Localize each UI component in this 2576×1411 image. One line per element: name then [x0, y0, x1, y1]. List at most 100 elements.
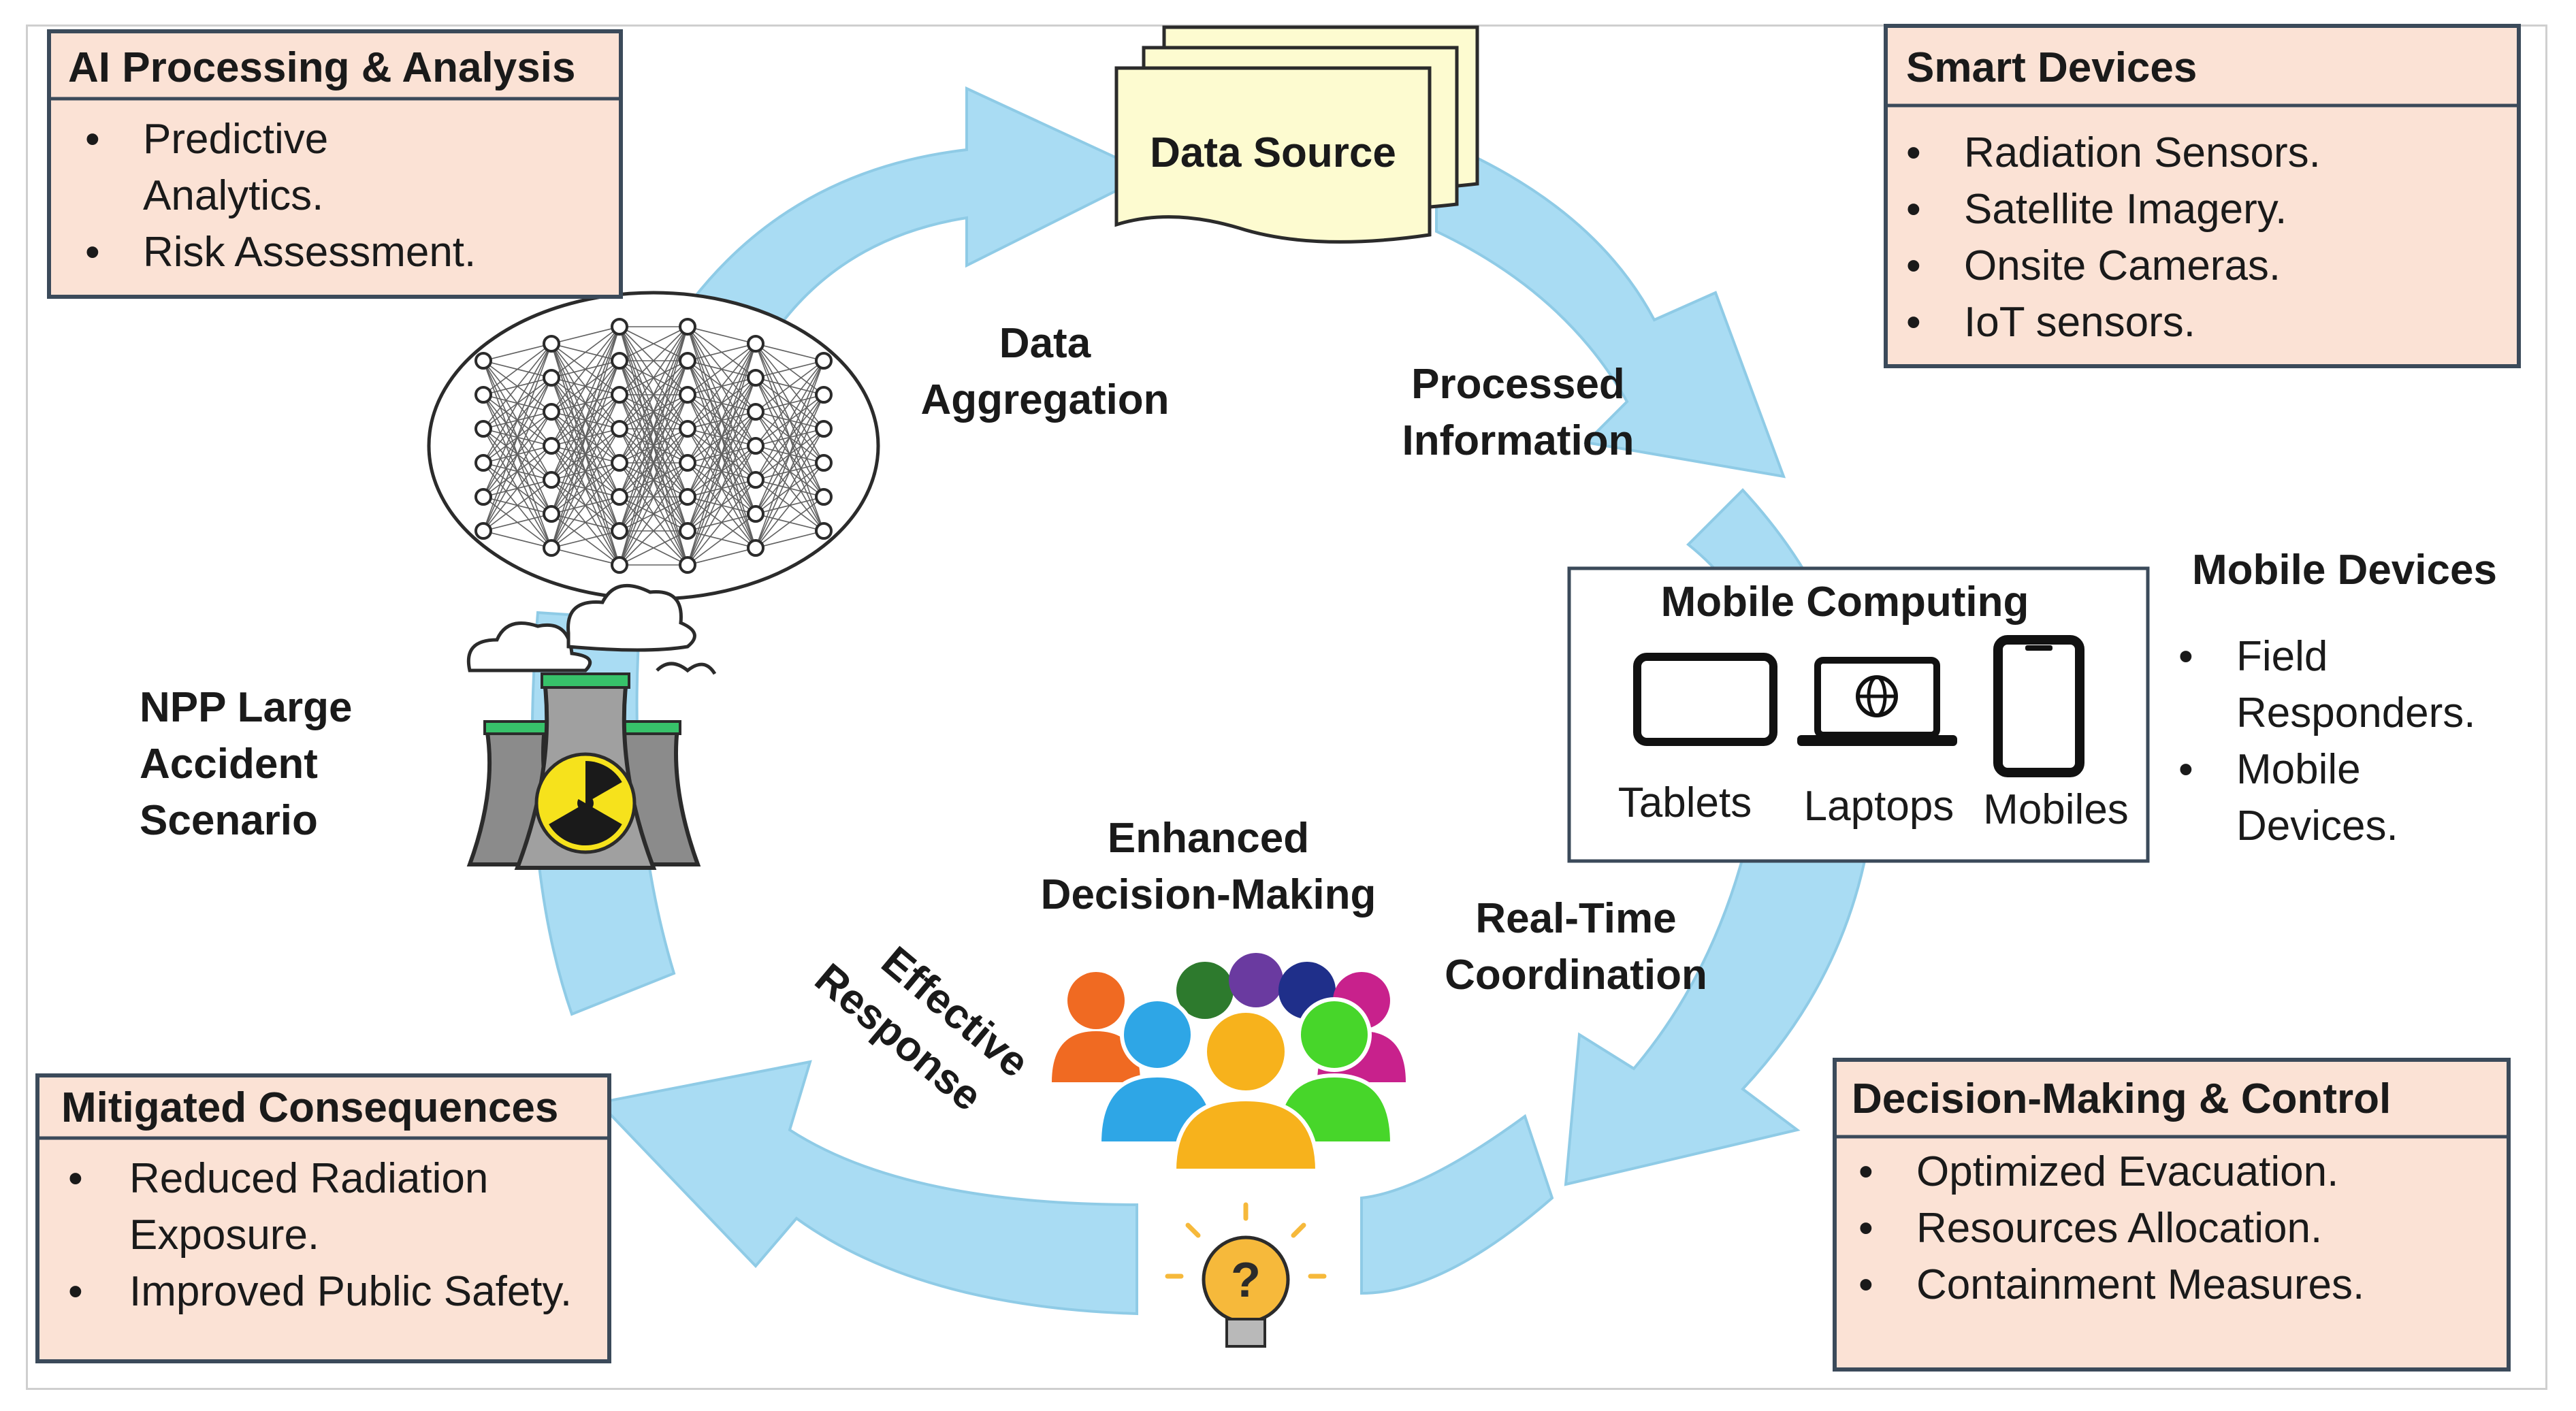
- nn-node: [474, 420, 492, 438]
- enhanced-decision-label-2: Decision-Making: [1041, 871, 1376, 918]
- data-source-label: Data Source: [1150, 129, 1396, 176]
- nn-node: [611, 488, 628, 506]
- nn-node: [747, 437, 764, 455]
- mitigated-bullet-1b: Exposure.: [129, 1212, 319, 1259]
- nn-edge: [551, 326, 620, 515]
- nn-edge: [483, 343, 552, 429]
- nn-node: [747, 403, 764, 421]
- nn-edge: [619, 530, 688, 566]
- nuclear-plant-icon: [466, 583, 717, 870]
- nn-edge: [755, 343, 824, 361]
- decision-bullet-2: Resources Allocation.: [1916, 1205, 2322, 1252]
- nn-edge: [619, 462, 688, 566]
- nn-node: [611, 556, 628, 574]
- nn-edge: [687, 343, 756, 361]
- nn-node: [611, 454, 628, 472]
- nn-node: [815, 352, 833, 370]
- nn-node: [747, 539, 764, 557]
- nn-edge: [619, 326, 688, 395]
- nn-edge: [483, 343, 552, 532]
- nn-edge: [755, 360, 824, 412]
- nn-node: [815, 488, 833, 506]
- nn-edge: [483, 513, 552, 532]
- nn-node: [543, 437, 560, 455]
- nn-edge: [755, 394, 824, 549]
- nn-node: [543, 505, 560, 523]
- nn-node: [611, 386, 628, 404]
- svg-text:•: •: [2178, 633, 2193, 680]
- nn-edge: [755, 462, 824, 549]
- nn-node: [815, 522, 833, 540]
- nn-edge: [551, 326, 620, 447]
- nn-node: [543, 369, 560, 387]
- arrow-data-aggregation: [685, 86, 1154, 342]
- nn-edge: [755, 360, 824, 378]
- nn-edge: [483, 343, 552, 395]
- ai-bullet-1a: Predictive: [143, 116, 328, 163]
- mobile-phone-icon: [1993, 635, 2084, 777]
- nn-edge: [619, 326, 688, 532]
- nn-edge: [687, 343, 756, 532]
- nn-edge: [755, 360, 824, 447]
- nn-edge: [619, 326, 688, 566]
- mobile-devices-list: Mobile Devices • Field Responders. • Mob…: [2178, 547, 2497, 849]
- decision-box-title: Decision-Making & Control: [1852, 1075, 2391, 1122]
- nn-edge: [619, 428, 688, 566]
- nn-edge: [687, 326, 756, 344]
- svg-text:•: •: [1858, 1261, 1873, 1308]
- real-time-label-1: Real-Time: [1475, 895, 1676, 942]
- nn-edge: [687, 343, 756, 498]
- device-label-tablets: Tablets: [1618, 779, 1752, 826]
- nn-edge: [483, 530, 552, 549]
- nn-node: [747, 505, 764, 523]
- smart-bullet-1: Radiation Sensors.: [1964, 129, 2321, 176]
- processed-information-label-2: Information: [1402, 417, 1635, 464]
- mobile-devices-title: Mobile Devices: [2192, 547, 2497, 594]
- nn-node: [679, 556, 696, 574]
- nn-node: [815, 454, 833, 472]
- nn-edge: [551, 326, 620, 378]
- svg-text:•: •: [85, 116, 100, 163]
- nn-node: [611, 352, 628, 370]
- nn-node: [543, 471, 560, 489]
- arrow-processed-information: [1435, 137, 1786, 479]
- svg-text:•: •: [85, 229, 100, 276]
- nn-edge: [551, 462, 620, 549]
- nn-edge: [619, 326, 688, 498]
- nn-node: [679, 420, 696, 438]
- nn-edge: [551, 326, 620, 412]
- nn-edge: [619, 326, 688, 464]
- decision-control-box: Decision-Making & Control • Optimized Ev…: [1833, 1058, 2511, 1372]
- ai-bullet-1b: Analytics.: [143, 172, 323, 219]
- mobile-bullet-2a: Mobile: [2236, 746, 2361, 793]
- real-time-label-2: Coordination: [1445, 952, 1707, 999]
- nn-edge: [551, 326, 620, 549]
- svg-text:•: •: [1906, 242, 1921, 289]
- ai-box-title: AI Processing & Analysis: [68, 44, 575, 91]
- nn-edge: [619, 394, 688, 566]
- data-source-icon: [1114, 25, 1479, 244]
- smart-bullet-4: IoT sensors.: [1964, 299, 2195, 346]
- mitigated-bullet-1a: Reduced Radiation: [129, 1155, 488, 1202]
- decision-bullet-3: Containment Measures.: [1916, 1261, 2364, 1308]
- nn-edge: [755, 530, 824, 549]
- nn-node: [543, 403, 560, 421]
- nn-node: [611, 318, 628, 336]
- nn-edge: [687, 479, 756, 566]
- nn-edge: [483, 377, 552, 532]
- nn-node: [474, 454, 492, 472]
- nn-node: [747, 335, 764, 353]
- nn-node: [474, 522, 492, 540]
- data-aggregation-label-2: Aggregation: [920, 376, 1169, 423]
- nn-edge: [551, 326, 620, 344]
- arrow-real-time-coordination: [1564, 856, 1867, 1186]
- ai-processing-box: AI Processing & Analysis • Predictive An…: [47, 29, 623, 299]
- neural-network-icon: [427, 291, 880, 601]
- mobile-computing-box: Mobile Computing Tablets Laptops Mobiles: [1567, 566, 2150, 863]
- nn-edge: [687, 445, 756, 566]
- nn-node: [474, 488, 492, 506]
- nn-edge: [551, 547, 620, 566]
- laptop-icon: [1797, 657, 1957, 746]
